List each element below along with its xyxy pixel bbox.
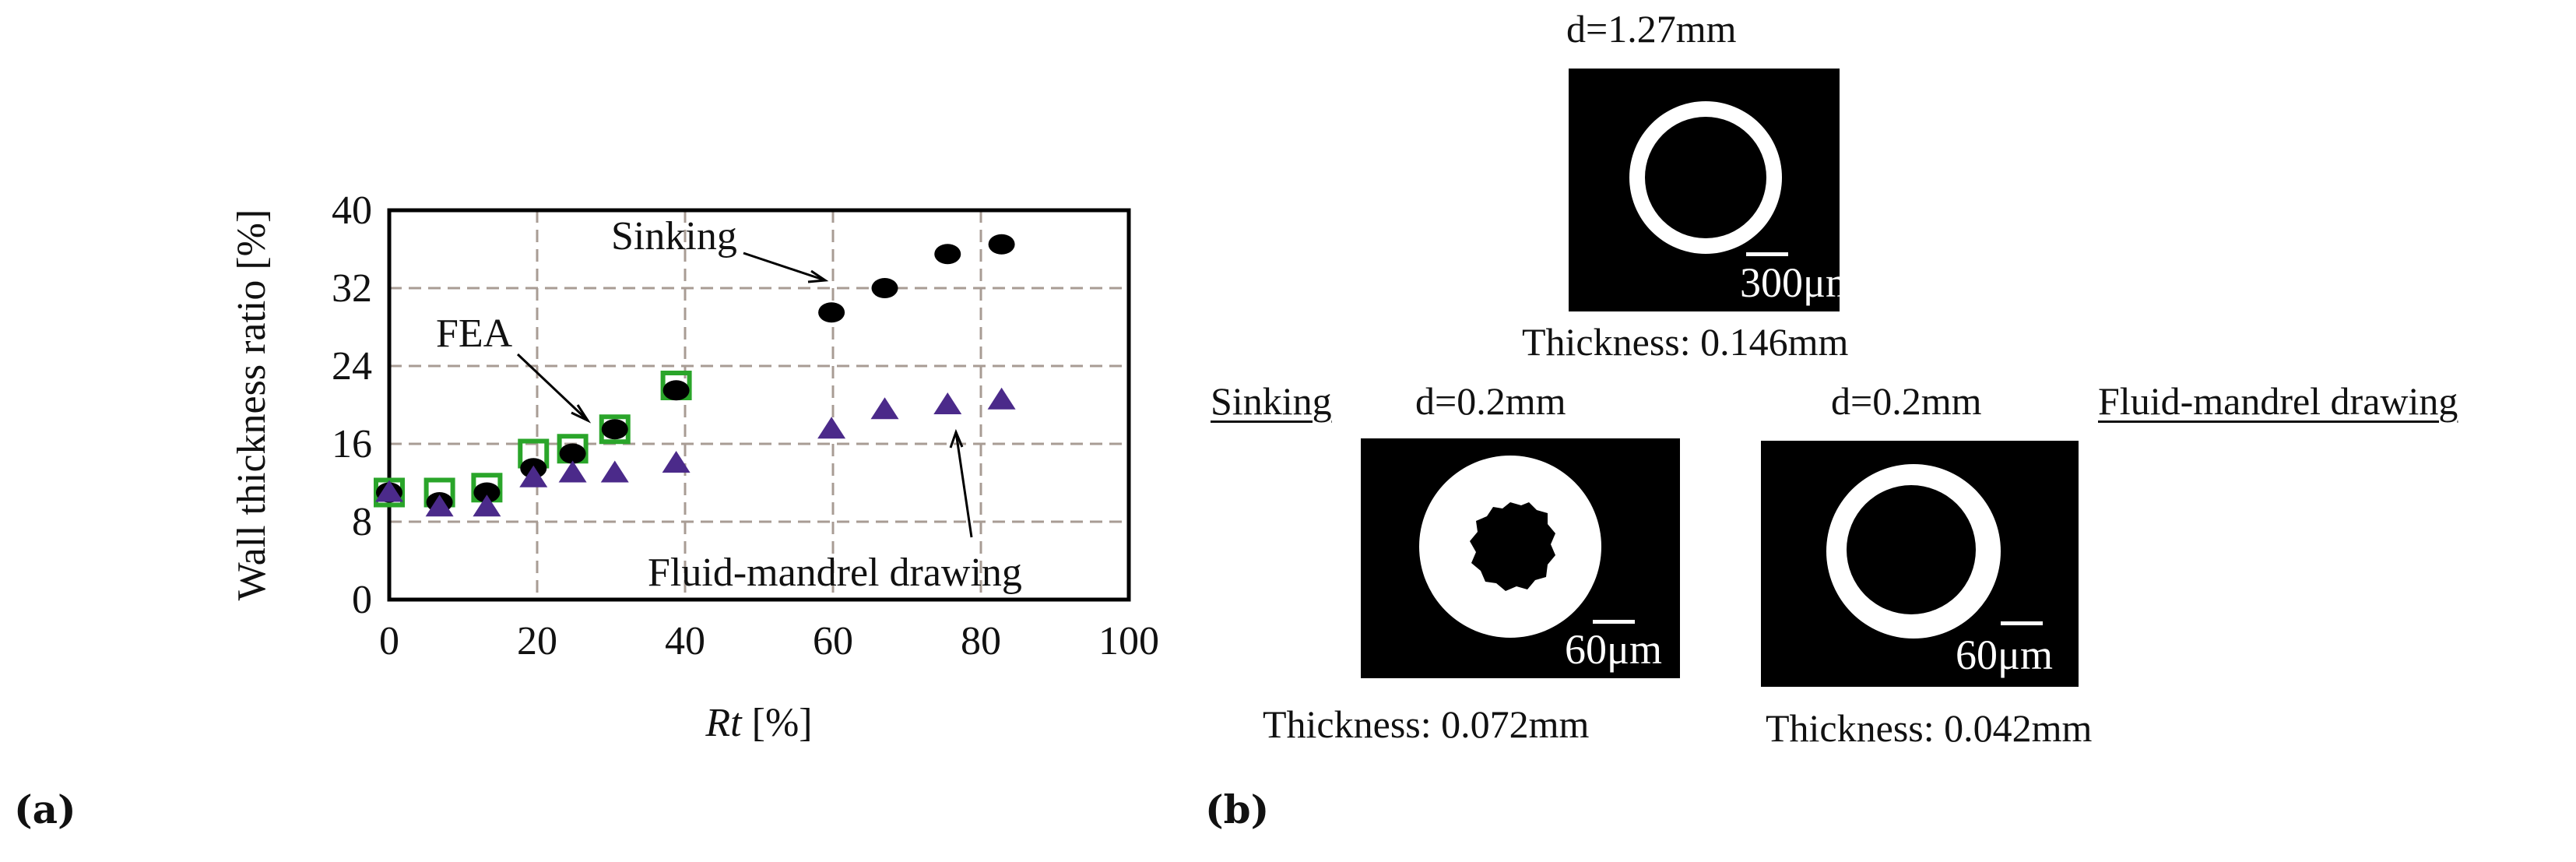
fluid-micrograph: 60μm (1761, 441, 2079, 687)
sinking-diameter-label: d=0.2mm (1415, 379, 1566, 423)
sinking-thickness-label: Thickness: 0.072mm (1263, 702, 1590, 746)
fea-annotation: FEA (436, 311, 513, 356)
sinking-scale-bar (1593, 620, 1635, 624)
fluid-mandrel-point (870, 397, 899, 420)
x-tick-label: 40 (665, 619, 705, 663)
fluid-annotation: Fluid-mandrel drawing (648, 551, 1022, 595)
fluid-arrow (954, 431, 973, 538)
fluid-mandrel-point (558, 460, 587, 483)
fea-arrow (516, 353, 589, 422)
sinking-point (934, 244, 961, 265)
sinking-point (871, 278, 898, 298)
sinking-point (559, 443, 586, 464)
fluid-thickness-label: Thickness: 0.042mm (1766, 706, 2093, 750)
y-axis-title: Wall thickness ratio [%] (230, 209, 274, 601)
sinking-point (601, 419, 628, 440)
y-tick-label: 24 (332, 344, 372, 389)
x-tick-label: 100 (1098, 619, 1159, 663)
y-tick-label: 0 (352, 578, 372, 622)
fluid-scale-label: 60μm (1956, 632, 2053, 678)
fluid-mandrel-point (375, 480, 403, 502)
sinking-point (662, 380, 690, 401)
fluid-mandrel-point (987, 387, 1016, 410)
top-diameter-label: d=1.27mm (1566, 7, 1737, 51)
y-tick-label: 32 (332, 266, 372, 311)
y-tick-label: 16 (332, 422, 372, 466)
fluid-diameter-label: d=0.2mm (1831, 379, 1982, 423)
x-tick-label: 20 (517, 619, 557, 663)
sinking-arrow-head (807, 269, 829, 283)
x-tick-label: 0 (379, 619, 399, 663)
fluid-scale-bar (2001, 621, 2043, 625)
sinking-heading: Sinking (1211, 379, 1332, 423)
x-tick-label: 80 (961, 619, 1001, 663)
fluid-heading: Fluid-mandrel drawing (2098, 379, 2458, 423)
sinking-rough-bore (1470, 502, 1555, 591)
fluid-mandrel-point (425, 494, 454, 517)
fluid-mandrel-point (600, 460, 629, 483)
sinking-arrow (743, 252, 826, 282)
axis-ticks: 0 20 40 60 80 100 0 8 16 24 32 40 (332, 188, 1159, 663)
sinking-annotation: Sinking (611, 214, 737, 259)
x-tick-label: 60 (813, 619, 853, 663)
sinking-point (818, 302, 845, 323)
top-scale-bar (1746, 252, 1788, 256)
fluid-mandrel-point (473, 494, 501, 517)
fluid-arrow-head (949, 428, 964, 449)
fluid-mandrel-point (933, 392, 962, 414)
top-thickness-label: Thickness: 0.146mm (1522, 320, 1849, 364)
sinking-scale-label: 60μm (1565, 626, 1662, 673)
fluid-tube-cross-section (1826, 464, 2001, 639)
top-tube-cross-section (1629, 101, 1782, 254)
top-micrograph: 300μm (1569, 69, 1840, 311)
annotation-arrows (516, 252, 973, 538)
y-tick-label: 8 (352, 500, 372, 544)
y-tick-label: 40 (332, 188, 372, 233)
sinking-point (473, 482, 501, 503)
data-markers (374, 234, 1016, 517)
sinking-tube-cross-section (1419, 456, 1601, 638)
fea-arrow-head (571, 404, 592, 424)
sinking-point (988, 234, 1015, 255)
x-axis-title: Rt [%] (705, 701, 812, 745)
panel-b-label: (b) (1205, 786, 1270, 832)
fluid-mandrel-point (519, 465, 548, 487)
fluid-mandrel-point (817, 417, 846, 439)
sinking-micrograph: 60μm (1361, 438, 1680, 678)
thickness-ratio-chart: 0 20 40 60 80 100 0 8 16 24 32 40 Sinking FEA Fluid… (230, 188, 1159, 745)
panel-a-label: (a) (14, 786, 76, 832)
fluid-mandrel-point (662, 451, 691, 473)
chart-grid (389, 210, 1129, 600)
top-scale-label: 300μm (1740, 259, 1840, 306)
plot-frame (387, 208, 1131, 602)
